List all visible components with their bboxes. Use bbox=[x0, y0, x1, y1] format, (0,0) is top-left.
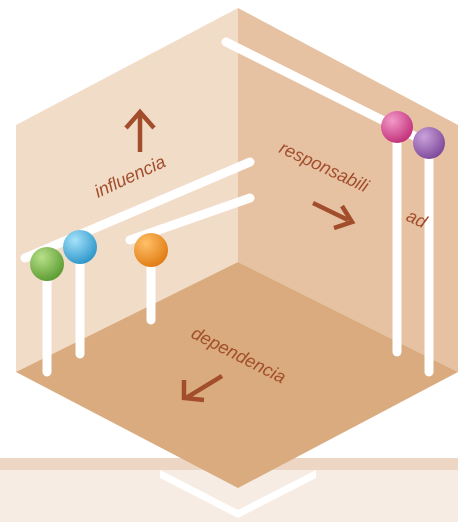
ball-green bbox=[30, 247, 64, 281]
arrow-down-left-icon bbox=[181, 374, 224, 403]
bottom-notch bbox=[160, 470, 316, 518]
ball-orange bbox=[134, 233, 168, 267]
right-wall bbox=[238, 8, 458, 372]
arrow-up-icon bbox=[124, 108, 156, 152]
arrow-down-right-icon bbox=[312, 200, 356, 231]
left-wall bbox=[16, 8, 238, 372]
bar-left-upper bbox=[20, 157, 255, 263]
ball-magenta bbox=[381, 111, 413, 143]
ball-blue bbox=[63, 230, 97, 264]
bar-left-lower bbox=[125, 193, 255, 245]
ball-purple bbox=[413, 127, 445, 159]
floor bbox=[16, 262, 458, 488]
